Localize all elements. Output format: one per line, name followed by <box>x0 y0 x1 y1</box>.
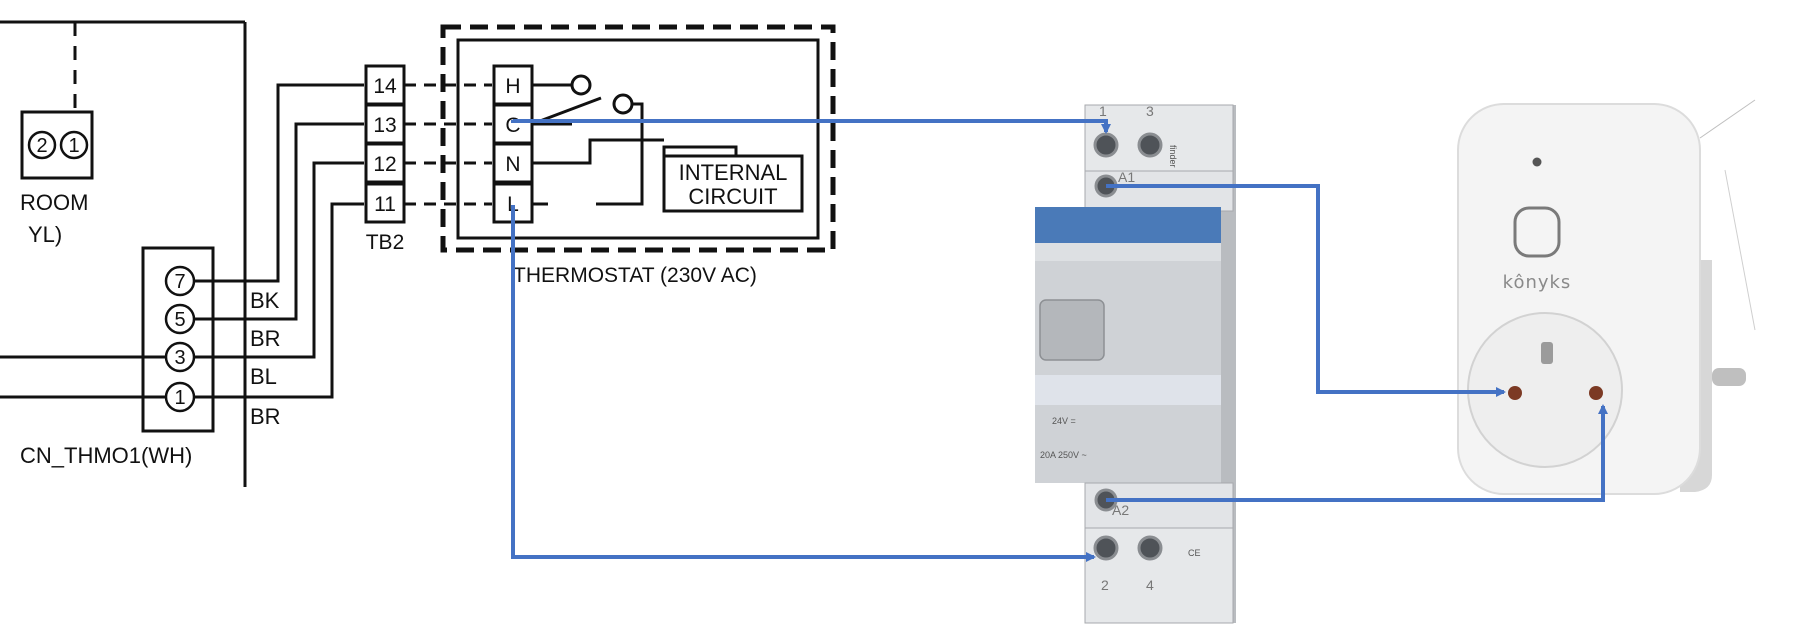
relay-terminal-4-label: 4 <box>1146 577 1154 593</box>
wire-color-bl: BL <box>250 364 277 389</box>
thermostat-terminal-n-label: N <box>505 153 520 176</box>
smart-plug: kônyks <box>1457 99 1756 495</box>
sketch-line-2 <box>1724 169 1756 331</box>
relay-terminal-1-label: 1 <box>1099 103 1107 119</box>
thermostat: H C N L INTERNAL CIRCUIT THERMOSTAT (230… <box>440 24 836 287</box>
tb2-terminal-14-label: 14 <box>373 75 397 98</box>
tb2-terminal-13 <box>364 103 406 145</box>
relay-manual-switch <box>1039 299 1105 361</box>
thermostat-inner-outline <box>456 38 820 240</box>
relay-blue-band <box>1035 207 1221 243</box>
wire-c-to-relay-1 <box>511 119 1111 134</box>
plug-socket-hole-right <box>1589 386 1603 400</box>
wire-5-to-13 <box>194 122 364 321</box>
wire-3-to-12 <box>194 161 364 359</box>
cn-thmo1-connector: 7 5 3 1 CN_THMO1(WH) BK BR BL BR <box>20 246 281 468</box>
relay-screw-4 <box>1137 535 1163 561</box>
cn-pin-5-label: 5 <box>174 309 185 331</box>
plug-socket-hole-left <box>1508 386 1522 400</box>
relay-front-panel <box>1035 243 1221 483</box>
wire-color-br-2: BR <box>250 404 281 429</box>
wire-7-to-14 <box>194 83 364 283</box>
thermostat-terminal-h-label: H <box>505 75 520 98</box>
room-label: ROOM <box>20 190 88 215</box>
internal-circuit-box <box>662 154 804 213</box>
tb2-terminal-12-label: 12 <box>373 153 396 176</box>
connection-wires <box>511 119 1608 562</box>
schematic <box>0 20 247 487</box>
cn-connector-label: CN_THMO1(WH) <box>20 443 192 468</box>
thermostat-title: THERMOSTAT (230V AC) <box>513 264 757 287</box>
plug-led-icon <box>1532 157 1542 167</box>
wire-a2-to-plug <box>1106 404 1608 502</box>
cn-pin-1-label: 1 <box>174 387 185 409</box>
tb2-terminal-12 <box>364 142 406 184</box>
room-connector: 2 1 ROOM YL) <box>20 130 89 247</box>
room-pin-2 <box>27 130 57 160</box>
relay-a1-label: A1 <box>1118 169 1135 185</box>
relay-terminal-3-label: 3 <box>1146 103 1154 119</box>
room-pin-1 <box>59 130 89 160</box>
schematic-wires <box>0 83 492 399</box>
plug-power-button-icon[interactable] <box>1513 206 1561 258</box>
wire-color-br: BR <box>250 326 281 351</box>
thermostat-terminal-c-label: C <box>505 114 520 137</box>
relay-rating-line1: 24V = <box>1052 416 1076 426</box>
tb2-terminal-14 <box>364 64 406 106</box>
cn-connector-box <box>141 246 215 433</box>
tb2-terminal-11 <box>364 182 406 224</box>
room-pin-2-label: 2 <box>36 135 47 157</box>
relay-label-strip <box>1035 375 1221 405</box>
tb2-terminal-13-label: 13 <box>373 114 396 137</box>
relay-brand: finder <box>1168 145 1178 168</box>
internal-circuit-label-line2: CIRCUIT <box>688 184 777 209</box>
thermostat-dashed-outline <box>440 24 836 253</box>
relay-a2-label: A2 <box>1112 502 1129 518</box>
thermostat-terminal-l-label: L <box>507 193 519 216</box>
relay-ce-mark: CE <box>1188 548 1201 558</box>
relay-screw-3 <box>1137 132 1163 158</box>
thermostat-terminal-c <box>492 103 534 145</box>
thermostat-terminal-n <box>492 142 534 184</box>
room-label-line2: YL) <box>28 222 62 247</box>
wire-color-bk: BK <box>250 288 280 313</box>
relay-terminal-2-label: 2 <box>1101 577 1109 593</box>
modular-relay: 24V = 20A 250V ~ CE finder 1 3 A1 A2 2 4 <box>1035 103 1236 624</box>
internal-circuit-label: INTERNAL <box>679 160 788 185</box>
wire-1-to-11 <box>194 202 364 399</box>
wire-a1-to-plug <box>1106 184 1506 397</box>
terminal-block-tb2: 14 13 12 11 TB2 <box>364 64 406 254</box>
relay-rating-line2: 20A 250V ~ <box>1040 450 1087 460</box>
relay-screw-1 <box>1093 132 1119 158</box>
room-pin-1-label: 1 <box>68 135 79 157</box>
plug-earth-pin <box>1541 342 1553 364</box>
wire-l-to-relay-2 <box>511 205 1096 562</box>
relay-screw-2 <box>1093 535 1119 561</box>
tb2-terminal-11-label: 11 <box>374 193 396 216</box>
plug-prong <box>1712 368 1746 386</box>
thermostat-switch <box>531 74 664 206</box>
relay-front-panel-top <box>1035 243 1221 261</box>
sketch-line-1 <box>1699 99 1756 139</box>
internal-circuit-tab <box>662 145 738 156</box>
cn-pin-7-label: 7 <box>174 271 185 293</box>
cn-pin-3-label: 3 <box>174 347 185 369</box>
tb2-label: TB2 <box>366 231 405 254</box>
plug-brand-label: kônyks <box>1503 272 1572 293</box>
room-connector-box <box>20 110 94 180</box>
